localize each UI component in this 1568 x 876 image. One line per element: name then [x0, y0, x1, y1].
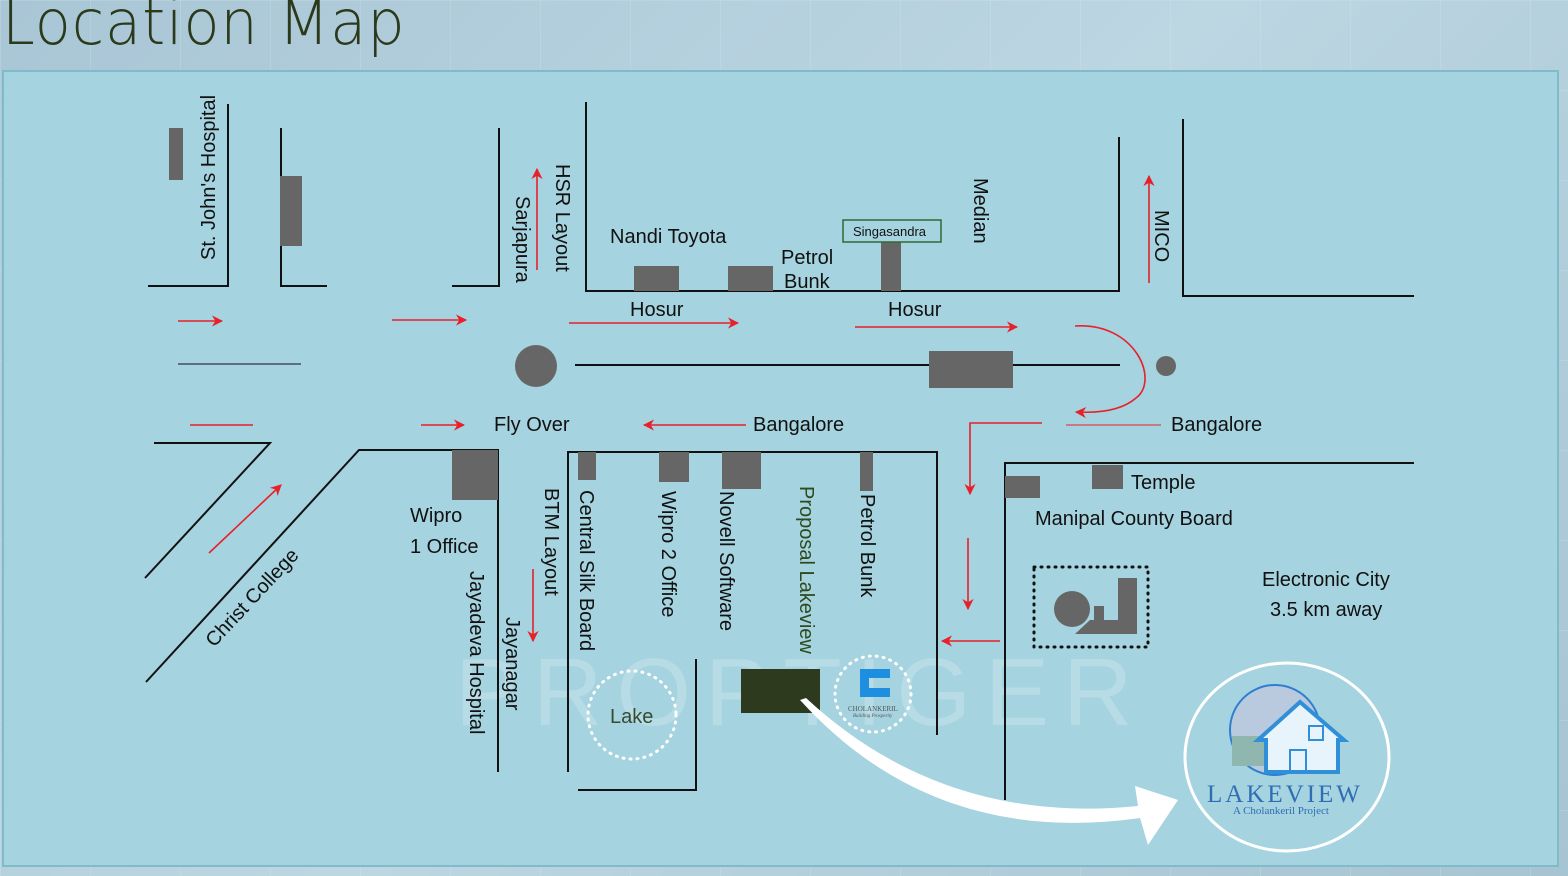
lakeview-window-icon	[1308, 725, 1324, 741]
label-wipro-2-office: Wipro 2 Office	[657, 491, 679, 617]
lake-outline	[586, 669, 678, 761]
road-christ-upper	[144, 442, 273, 579]
label-hosur-2: Hosur	[888, 299, 942, 321]
label-btm-layout: BTM Layout	[540, 488, 562, 596]
lakeview-tagline: A Cholankeril Project	[1233, 805, 1329, 817]
label-electronic-city: Electronic City	[1262, 569, 1390, 591]
label-central-silk-board: Central Silk Board	[575, 490, 597, 651]
road-lake-block	[578, 659, 697, 791]
cholankeril-c-icon	[860, 669, 890, 697]
road-manipal-block	[1004, 462, 1414, 800]
singasandra-signboard	[842, 219, 942, 243]
lakeview-door-icon	[1289, 749, 1307, 773]
lakeview-name: LAKEVIEW	[1207, 781, 1363, 808]
label-hsr-layout: HSR Layout	[551, 164, 573, 272]
label-petrol-bunk-1a: Petrol	[781, 247, 833, 269]
label-petrol-bunk-2: Petrol Bunk	[856, 494, 878, 598]
label-manipal-county-board: Manipal County Board	[1035, 508, 1233, 530]
road-sarjapura-left	[452, 128, 500, 287]
building-petrol-bunk-2	[860, 452, 873, 491]
label-jayadeva-hospital: Jayadeva Hospital	[465, 571, 487, 734]
arrow-christ-college	[208, 484, 282, 554]
lakeview-logo[interactable]: LAKEVIEW A Cholankeril Project	[1183, 661, 1391, 853]
label-novell-software: Novell Software	[715, 491, 737, 631]
label-nandi-toyota: Nandi Toyota	[610, 226, 727, 248]
building-singasandra	[881, 242, 901, 291]
cholankeril-name: CHOLANKERIL	[848, 705, 898, 713]
cholankeril-logo-ring	[833, 654, 913, 734]
roundabout-flyover	[515, 345, 557, 387]
labels: St. John's Hospital Sarjapura HSR Layout…	[198, 95, 1390, 734]
label-petrol-bunk-1b: Bunk	[784, 271, 831, 293]
label-sarjapura: Sarjapura	[511, 196, 533, 284]
building-st-johns	[169, 128, 183, 180]
label-bangalore-1: Bangalore	[753, 414, 844, 436]
label-bangalore-2: Bangalore	[1171, 414, 1262, 436]
road-christ-lower	[145, 449, 499, 772]
label-st-johns-hospital: St. John's Hospital	[198, 95, 220, 260]
road-st-johns	[148, 104, 229, 287]
building-temple	[1092, 465, 1123, 489]
label-jayanagar: Jayanagar	[501, 617, 523, 711]
building-block-2	[280, 176, 302, 246]
building-median	[929, 351, 1013, 388]
building-wipro-1	[452, 450, 498, 500]
oh-logo-h-icon	[1071, 578, 1137, 634]
building-petrol-bunk-1	[728, 266, 773, 291]
label-singasandra: Singasandra	[853, 224, 927, 239]
label-wipro-1a: Wipro	[410, 505, 462, 527]
label-hosur-1: Hosur	[630, 299, 684, 321]
arrow-south-1	[964, 422, 1042, 496]
page-title: Location Map	[2, 0, 406, 59]
cholankeril-tagline: Building Prosperity	[853, 714, 893, 719]
road-hsr-block	[585, 102, 1120, 292]
label-proposal-lakeview: Proposal Lakeview	[795, 486, 817, 654]
label-wipro-1b: 1 Office	[410, 536, 479, 558]
lakeview-house-icon	[1252, 699, 1350, 774]
building-novell	[722, 452, 761, 489]
oh-logo-frame	[1032, 565, 1150, 649]
roundabout-mico	[1156, 356, 1176, 376]
building-central-silk-board	[578, 452, 596, 480]
buildings	[169, 128, 1176, 713]
label-mico: MICO	[1150, 210, 1172, 262]
label-christ-college: Christ College	[202, 545, 304, 652]
building-nandi-toyota	[634, 266, 679, 291]
label-temple: Temple	[1131, 472, 1195, 494]
lake: Lake	[586, 669, 678, 761]
cholankeril-logo: CHOLANKERIL Building Prosperity	[833, 654, 913, 734]
label-electronic-city-distance: 3.5 km away	[1270, 599, 1382, 621]
label-lake: Lake	[610, 706, 653, 728]
road-mico-right	[1182, 119, 1414, 297]
oh-logo-circle-icon	[1054, 591, 1090, 627]
manipal-oh-logo	[1032, 565, 1150, 649]
building-wipro-2	[659, 452, 689, 482]
arrow-u-turn	[1074, 325, 1146, 419]
label-median: Median	[969, 178, 991, 244]
label-fly-over: Fly Over	[494, 414, 570, 436]
direction-arrows	[178, 167, 1161, 647]
lakeview-logo-ring	[1183, 661, 1391, 853]
building-manipal	[1005, 476, 1040, 498]
